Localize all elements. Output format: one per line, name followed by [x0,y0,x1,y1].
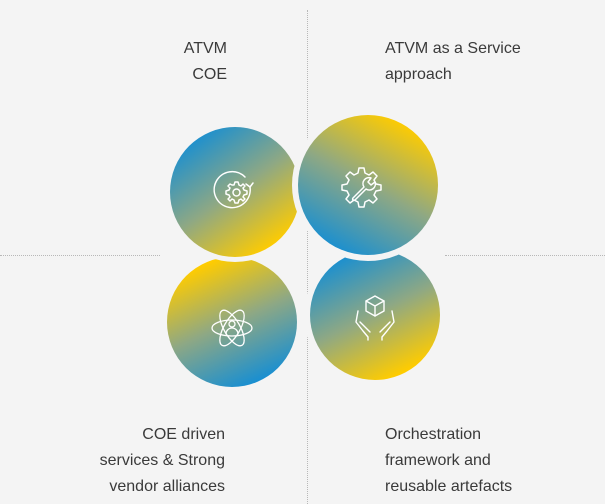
label-orchestration: Orchestration framework and reusable art… [385,422,512,500]
label-line: framework and [385,452,491,469]
atom-person-icon [211,309,253,347]
label-line: ATVM [183,40,227,57]
label-line: reusable artefacts [385,478,513,495]
label-coe-driven: COE driven services & Strong vendor alli… [60,422,225,500]
label-atvm-service: ATVM as a Service approach [385,36,521,88]
gear-wrench-icon [341,167,382,208]
label-line: COE driven [142,426,225,443]
label-atvm-coe: ATVM COE [120,36,227,88]
label-line: ATVM as a Service [385,40,521,57]
horizontal-divider-left [0,255,160,256]
label-line: services & Strong [99,452,225,469]
hands-cube-icon [355,295,395,341]
label-line: vendor alliances [109,478,225,495]
circle-top-right [292,109,444,261]
circle-top-left [165,122,305,262]
label-line: Orchestration [385,426,482,443]
horizontal-divider-right [445,255,605,256]
settings-refresh-icon [213,170,254,209]
label-line: COE [192,66,227,83]
circle-bottom-left [162,252,302,392]
vertical-divider [307,10,308,504]
label-line: approach [385,66,452,83]
